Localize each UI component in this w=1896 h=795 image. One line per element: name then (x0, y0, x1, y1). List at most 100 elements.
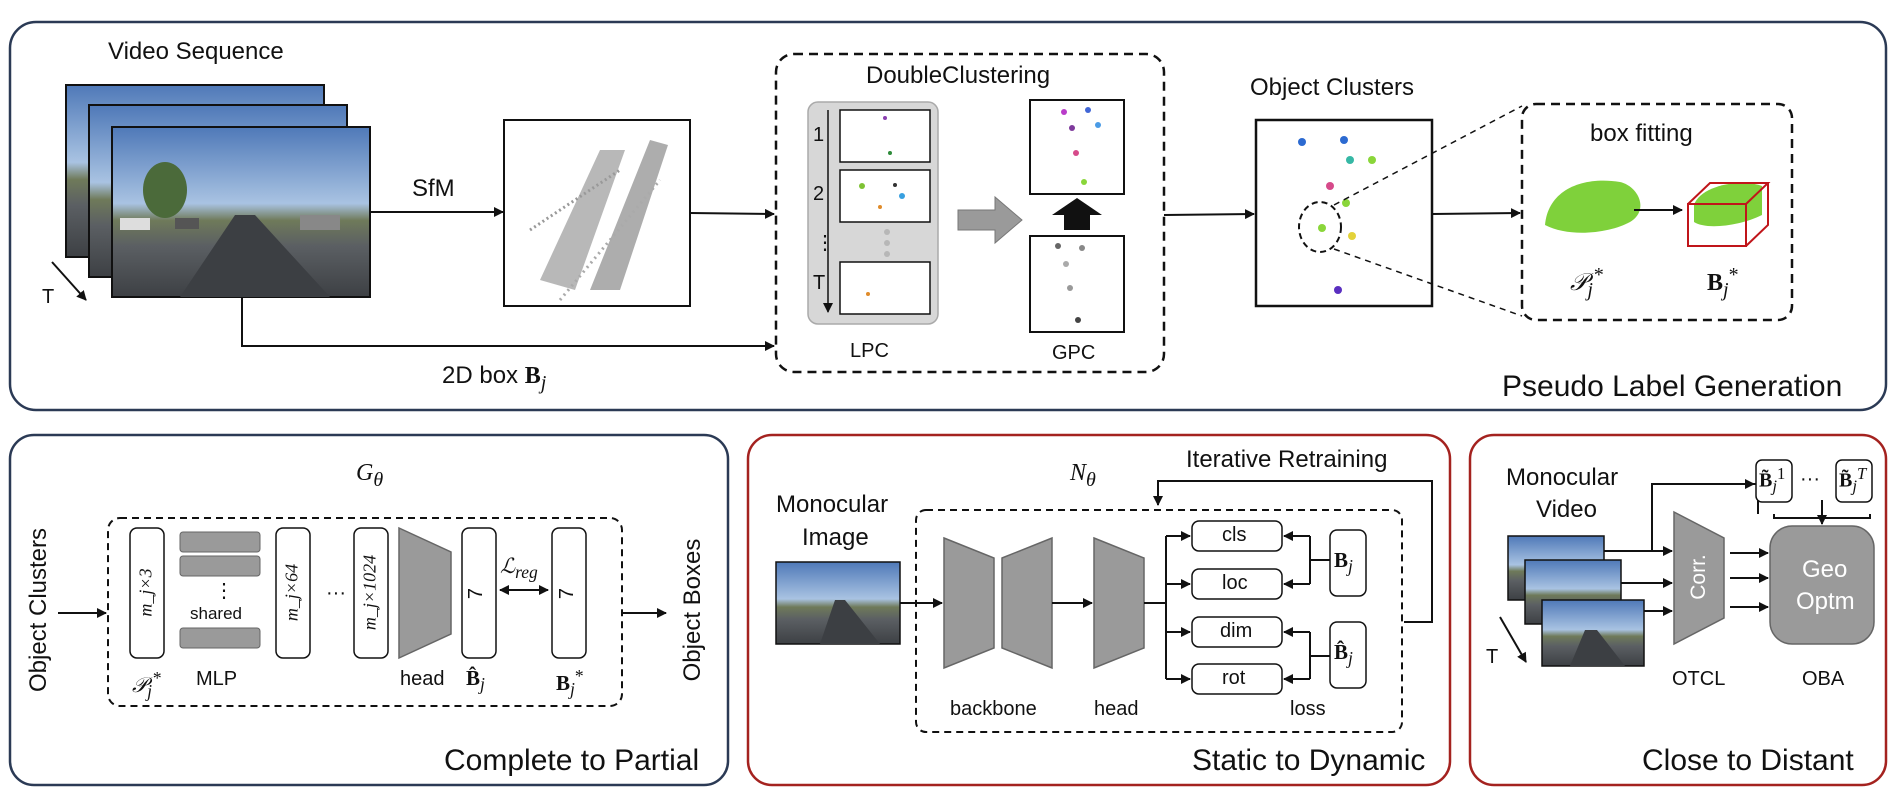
gpc-frame-gray (1029, 235, 1125, 333)
mlp-layer-1 (179, 531, 261, 553)
mono-video-frames (1507, 535, 1645, 667)
bj-label: Bj (1334, 548, 1353, 577)
object-clusters-input-label: Object Clusters (25, 527, 52, 693)
clusters-to-fit-arrow (1431, 208, 1521, 219)
mj64-text: m_j×64 (281, 563, 302, 622)
partial-points-blob (1545, 180, 1641, 233)
p-star-label: 𝒫j* (1570, 264, 1603, 301)
btilde-join-line (1773, 514, 1871, 524)
btilde-dots: ··· (1800, 468, 1820, 490)
bstar-seven: 7 (556, 587, 579, 600)
object-clusters-label: Object Clusters (1250, 74, 1415, 101)
lpc-label: LPC (850, 340, 889, 362)
otcl-label: OTCL (1672, 668, 1726, 690)
video-sequence-label: Video Sequence (108, 38, 284, 65)
head-loc-label: loc (1222, 572, 1248, 594)
sfm-label: SfM (412, 175, 455, 202)
time-arrow-bottom (1499, 616, 1527, 663)
mono-video-label-1: Monocular (1506, 464, 1619, 491)
object-boxes-output-label: Object Boxes (679, 538, 706, 682)
bhat-j-box (1329, 621, 1367, 689)
complete-partial-caption: Complete to Partial (444, 744, 700, 777)
lreg-label: ℒreg (500, 554, 538, 583)
btilde-t-label: B̃jT (1839, 464, 1867, 496)
oba-label: OBA (1802, 668, 1845, 690)
mj64-column (275, 527, 311, 659)
head-cls-box (1191, 520, 1283, 552)
box2d-sub: j (540, 371, 547, 394)
dc-to-clusters-arrow (1163, 209, 1255, 220)
n-theta-label: Nθ (1070, 460, 1096, 491)
btilde-1-box (1755, 459, 1793, 503)
box2d-arrow (241, 297, 775, 351)
backbone-decoder (1001, 536, 1053, 670)
lpc-row-dots: ⋮ (815, 232, 835, 254)
loss-label: loss (1290, 698, 1326, 720)
n-head-label: head (1094, 698, 1139, 720)
box2d-label: 2D box Bj (442, 362, 547, 394)
lpc-row-1: 1 (813, 124, 825, 146)
box-fitting-dashed-box (1520, 102, 1794, 322)
lpc-frame-2 (839, 169, 931, 223)
mlp-layer-2 (179, 555, 261, 577)
b-star-label: Bj* (1707, 264, 1739, 301)
pc-to-dc-arrow (689, 208, 775, 219)
head-loc-box (1191, 568, 1283, 600)
backbone-label: backbone (950, 698, 1037, 720)
mj3-column (129, 527, 165, 659)
geo-label-2: Optm (1796, 588, 1855, 615)
time-axis-bottom: T (1486, 646, 1499, 668)
zoom-line-upper (1333, 105, 1523, 206)
bstar-column (551, 527, 587, 659)
zoom-line-lower (1333, 248, 1523, 317)
box-fitting-label: box fitting (1590, 120, 1693, 147)
pseudo-label-caption: Pseudo Label Generation (1502, 370, 1843, 403)
iterative-retraining-loop (1153, 480, 1433, 623)
time-arrow-top (51, 261, 87, 301)
geo-label-1: Geo (1802, 556, 1848, 583)
mlp-label: MLP (196, 668, 238, 690)
lpc-points (859, 116, 905, 296)
bhat-column (461, 527, 497, 659)
double-clustering-label: DoubleClustering (866, 62, 1051, 89)
mono-image-thumb (775, 561, 901, 645)
lpc-row-2: 2 (813, 183, 825, 205)
mono-video-label-2: Video (1536, 496, 1597, 523)
box2d-symbol: B (524, 363, 541, 389)
g-head-trapezoid (398, 526, 452, 660)
shared-label: shared (190, 604, 242, 623)
head-rot-box (1191, 663, 1283, 695)
mono-image-label-2: Image (802, 524, 869, 551)
corr-label: Corr. (1687, 554, 1710, 600)
mj3-text: m_j×3 (135, 568, 156, 617)
fitted-3d-box (1687, 182, 1771, 247)
head-rot-label: rot (1222, 667, 1246, 689)
gpc-frame-result (1029, 99, 1125, 195)
head-branch-lines (1144, 536, 1167, 679)
col-dots: ··· (326, 582, 346, 604)
object-cluster-points (1298, 136, 1376, 294)
g-theta-label: Gθ (356, 460, 384, 491)
complete-partial-panel (8, 433, 730, 787)
n-head-trapezoid (1093, 536, 1145, 670)
gpc-label: GPC (1052, 342, 1096, 364)
close-distant-caption: Close to Distant (1642, 744, 1854, 777)
lpc-row-t: T (813, 272, 826, 294)
head-dim-label: dim (1220, 620, 1253, 642)
object-clusters-frame (1254, 118, 1434, 308)
close-distant-panel (1468, 433, 1888, 787)
lpc-frame-t (839, 261, 931, 315)
bhat-seven: 7 (465, 587, 488, 600)
btilde-1-label: B̃j1 (1759, 464, 1786, 496)
mono-image-label-1: Monocular (776, 491, 889, 518)
bstar-label: Bj* (556, 666, 584, 700)
head-dim-box (1191, 616, 1283, 648)
bj-box (1329, 529, 1367, 597)
pseudo-label-panel (8, 20, 1888, 412)
head-cls-label: cls (1222, 524, 1247, 546)
mj1024-column (353, 527, 389, 659)
static-dynamic-panel (746, 433, 1452, 787)
mlp-vdots: ⋮ (214, 580, 234, 602)
iterative-retraining-label: Iterative Retraining (1186, 446, 1388, 473)
